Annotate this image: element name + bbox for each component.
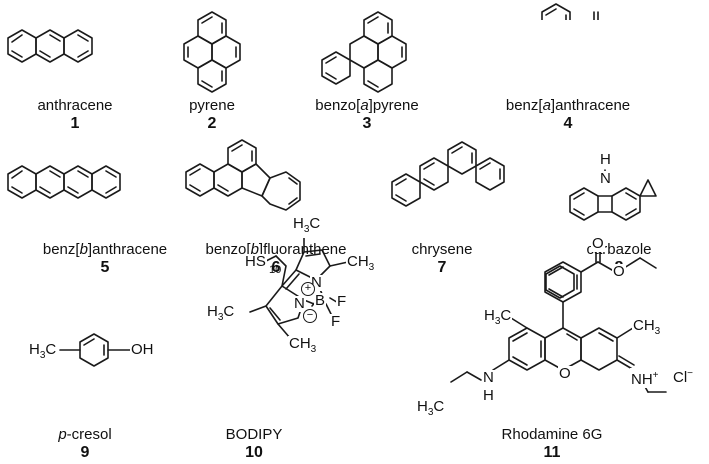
pcresol-structure bbox=[59, 333, 131, 367]
rhodamine-chloride-label: Cl− bbox=[672, 366, 695, 386]
bodipy-fluorine-2-label: F bbox=[330, 313, 342, 330]
rhodamine-methyl-left-label: H3C bbox=[483, 308, 513, 330]
rhodamine-carbonyl-oxygen-label: O bbox=[591, 235, 605, 252]
compound-name-suffix: ]fluoranthene bbox=[258, 241, 347, 258]
rhodamine-amine-h-left-label: H bbox=[482, 387, 495, 404]
carbazole-h-label: H bbox=[599, 151, 612, 168]
compound-number: 4 bbox=[563, 115, 573, 132]
bodipy-positive-charge: + bbox=[301, 282, 315, 296]
caption-1: anthracene 1 bbox=[0, 97, 175, 133]
bodipy-nitrogen-lower-label: N bbox=[293, 295, 306, 312]
caption-4: benz[a]anthracene 4 bbox=[468, 97, 668, 133]
compound-number: 9 bbox=[80, 444, 90, 461]
caption-3: benzo[a]pyrene 3 bbox=[267, 97, 467, 133]
cresol-hydroxyl-label: OH bbox=[130, 341, 155, 358]
compound-name-italic: p bbox=[58, 426, 67, 443]
compound-number: 2 bbox=[207, 115, 217, 132]
caption-5: benz[b]anthracene 5 bbox=[5, 241, 205, 277]
compound-name: chrysene bbox=[411, 241, 473, 258]
compound-number: 5 bbox=[100, 259, 110, 276]
caption-7: chrysene 7 bbox=[342, 241, 542, 277]
rhodamine-iminium-label: NH+ bbox=[630, 368, 660, 388]
compound-number: 1 bbox=[70, 115, 80, 132]
rhodamine-ring-oxygen-label: O bbox=[558, 365, 572, 382]
compound-name: pyrene bbox=[189, 97, 235, 114]
bodipy-negative-charge: − bbox=[303, 309, 317, 323]
carbazole-n-label: N bbox=[599, 170, 612, 187]
compound-name: anthracene bbox=[37, 97, 113, 114]
bodipy-chain-length-label: 10 bbox=[269, 264, 282, 276]
compound-name: Rhodamine 6G bbox=[501, 426, 603, 443]
compound-name-suffix: ]pyrene bbox=[368, 97, 419, 114]
bodipy-methyl-left-label: H3C bbox=[206, 304, 236, 326]
rhodamine-methyl-right-label: CH3 bbox=[632, 318, 662, 340]
bodipy-thiol-label: HS bbox=[244, 253, 267, 270]
benzobfluoranthene-structure bbox=[185, 139, 301, 211]
compound-name-italic: a bbox=[360, 97, 369, 114]
caption-10: BODIPY 10 bbox=[154, 426, 354, 462]
compound-name-suffix: ]anthracene bbox=[87, 241, 168, 258]
bodipy-methyl-bottom-label: CH3 bbox=[288, 336, 318, 358]
compound-name: BODIPY bbox=[225, 426, 283, 443]
carbazole-structure bbox=[569, 169, 657, 221]
compound-name-suffix: ]anthracene bbox=[550, 97, 631, 114]
bodipy-methyl-right-label: CH3 bbox=[346, 254, 376, 276]
caption-6: benzo[b]fluoranthene 6 bbox=[176, 241, 376, 277]
caption-9: p-cresol 9 bbox=[0, 426, 185, 462]
compound-number: 7 bbox=[437, 259, 447, 276]
rhodamine-ethyl-left-label: H3C bbox=[416, 399, 446, 421]
rhodamine-ester-oxygen-label: O bbox=[612, 263, 626, 280]
benzopyrene-structure bbox=[321, 11, 407, 93]
anthracene-structure bbox=[7, 29, 93, 63]
caption-11: Rhodamine 6G 11 bbox=[452, 426, 652, 462]
compound-name-italic: a bbox=[542, 97, 551, 114]
bodipy-boron-label: B bbox=[314, 292, 327, 309]
compound-number: 6 bbox=[271, 259, 281, 276]
bodipy-methyl-top-label: H3C bbox=[292, 216, 322, 238]
compound-name-italic: b bbox=[79, 241, 88, 258]
compound-name: benzo[ bbox=[315, 97, 361, 114]
pyrene-structure bbox=[183, 11, 241, 93]
compound-number: 10 bbox=[245, 444, 263, 461]
compound-name: benzo[ bbox=[205, 241, 251, 258]
cresol-methyl-label: H3C bbox=[28, 342, 58, 364]
compound-number: 3 bbox=[362, 115, 372, 132]
compound-name-suffix: -cresol bbox=[66, 426, 112, 443]
rhodamine-amine-n-left-label: N bbox=[482, 369, 495, 386]
compound-number: 11 bbox=[543, 444, 561, 461]
bodipy-fluorine-1-label: F bbox=[336, 293, 348, 310]
compound-name: benz[ bbox=[42, 241, 80, 258]
benzbanthracene-structure bbox=[7, 165, 121, 199]
compound-name: benz[ bbox=[505, 97, 543, 114]
caption-2: pyrene 2 bbox=[112, 97, 312, 133]
chrysene-structure bbox=[391, 141, 505, 207]
compound-name-italic: b bbox=[250, 241, 259, 258]
